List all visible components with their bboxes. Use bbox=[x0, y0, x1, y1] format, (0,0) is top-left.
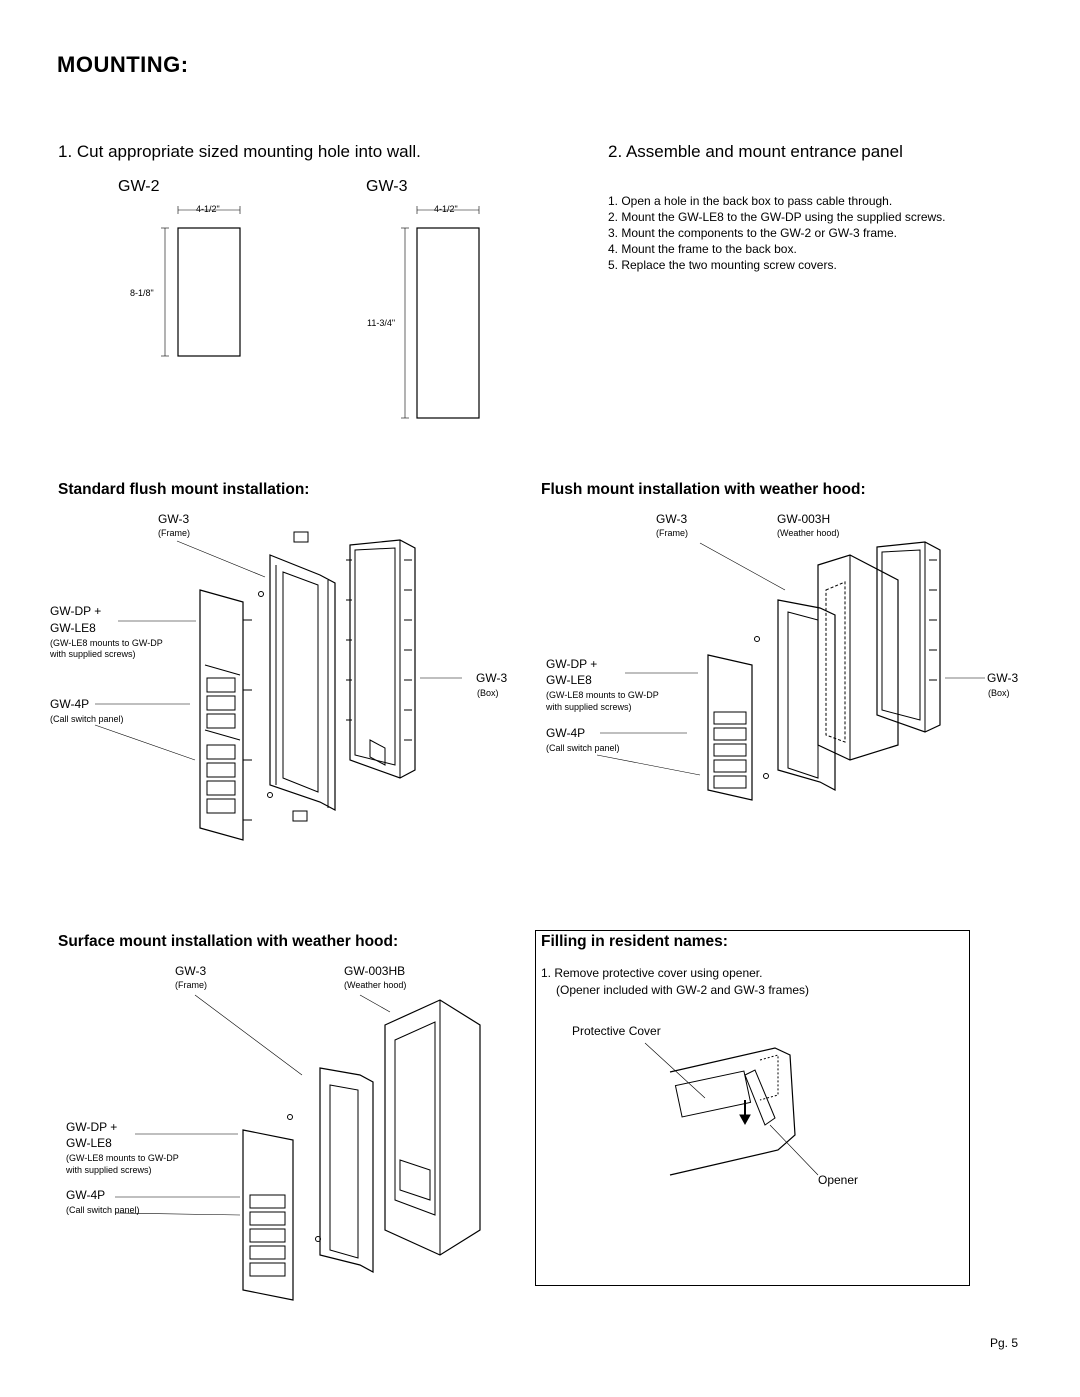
gw3-cutout-diagram bbox=[401, 206, 480, 419]
hood-hood-sub: (Weather hood) bbox=[777, 528, 840, 538]
surface-frame-label: GW-3 bbox=[175, 964, 207, 978]
assembly-step: 2. Mount the GW-LE8 to the GW-DP using t… bbox=[608, 210, 946, 224]
hood-box-label: GW-3 bbox=[987, 671, 1019, 685]
gw3-height: 11-3/4" bbox=[367, 318, 396, 328]
hood-frame-label: GW-3 bbox=[656, 512, 688, 526]
gw3-label: GW-3 bbox=[366, 178, 408, 195]
surface-le8-note1: (GW-LE8 mounts to GW-DP bbox=[66, 1153, 179, 1163]
filling-diagram bbox=[644, 1042, 819, 1176]
assembly-step: 1. Open a hole in the back box to pass c… bbox=[608, 194, 893, 208]
assembly-step: 3. Mount the components to the GW-2 or G… bbox=[608, 226, 898, 240]
hood-dp-label: GW-DP + bbox=[546, 657, 598, 671]
hood-heading: Flush mount installation with weather ho… bbox=[541, 481, 866, 498]
hood-le8-note1: (GW-LE8 mounts to GW-DP bbox=[546, 690, 659, 700]
standard-dp-label: GW-DP + bbox=[50, 604, 102, 618]
hood-le8-note2: with supplied screws) bbox=[546, 702, 632, 712]
surface-hood-sub: (Weather hood) bbox=[344, 980, 407, 990]
standard-box-sub: (Box) bbox=[477, 688, 499, 698]
gw2-height: 8-1/8" bbox=[130, 288, 154, 298]
assembly-step: 5. Replace the two mounting screw covers… bbox=[608, 258, 837, 272]
surface-le8-note2: with supplied screws) bbox=[66, 1165, 152, 1175]
hood-frame-sub: (Frame) bbox=[656, 528, 688, 538]
gw2-label: GW-2 bbox=[118, 178, 160, 195]
assembly-steps: 1. Open a hole in the back box to pass c… bbox=[608, 193, 946, 273]
standard-frame-sub: (Frame) bbox=[158, 528, 190, 538]
filling-heading: Filling in resident names: bbox=[541, 933, 728, 950]
hood-flush-diagram bbox=[596, 541, 985, 801]
standard-le8-note1: (GW-LE8 mounts to GW-DP bbox=[50, 638, 163, 648]
surface-frame-sub: (Frame) bbox=[175, 980, 207, 990]
hood-le8-label: GW-LE8 bbox=[546, 673, 592, 687]
gw2-width: 4-1/2" bbox=[196, 204, 220, 214]
filling-step1: 1. Remove protective cover using opener. bbox=[541, 966, 763, 980]
filling-box bbox=[535, 930, 970, 1286]
gw3-width: 4-1/2" bbox=[434, 204, 458, 214]
assembly-step: 4. Mount the frame to the back box. bbox=[608, 242, 797, 256]
standard-heading: Standard flush mount installation: bbox=[58, 481, 310, 498]
surface-hood-label: GW-003HB bbox=[344, 964, 406, 978]
page-title: MOUNTING: bbox=[57, 52, 189, 77]
hood-hood-label: GW-003H bbox=[777, 512, 831, 526]
protective-cover-label: Protective Cover bbox=[572, 1024, 661, 1038]
opener-label: Opener bbox=[818, 1173, 859, 1187]
standard-box-label: GW-3 bbox=[476, 671, 508, 685]
standard-le8-note2: with supplied screws) bbox=[50, 649, 136, 659]
hood-box-sub: (Box) bbox=[988, 688, 1010, 698]
step2-heading: 2. Assemble and mount entrance panel bbox=[608, 142, 903, 161]
surface-4p-label: GW-4P bbox=[66, 1188, 106, 1202]
hood-4p-label: GW-4P bbox=[546, 726, 586, 740]
filling-step1-note: (Opener included with GW-2 and GW-3 fram… bbox=[556, 983, 809, 997]
standard-4p-label: GW-4P bbox=[50, 697, 90, 711]
step1-heading: 1. Cut appropriate sized mounting hole i… bbox=[58, 142, 421, 161]
hood-4p-sub: (Call switch panel) bbox=[546, 743, 620, 753]
page-number: Pg. 5 bbox=[989, 1336, 1018, 1350]
standard-le8-label: GW-LE8 bbox=[50, 621, 96, 635]
surface-le8-label: GW-LE8 bbox=[66, 1136, 112, 1150]
gw2-cutout-diagram bbox=[161, 206, 241, 357]
surface-hood-diagram bbox=[114, 994, 481, 1301]
standard-flush-diagram bbox=[94, 531, 462, 841]
surface-heading: Surface mount installation with weather … bbox=[58, 933, 399, 950]
surface-dp-label: GW-DP + bbox=[66, 1120, 118, 1134]
standard-4p-sub: (Call switch panel) bbox=[50, 714, 124, 724]
standard-frame-label: GW-3 bbox=[158, 512, 190, 526]
surface-4p-sub: (Call switch panel) bbox=[66, 1205, 140, 1215]
